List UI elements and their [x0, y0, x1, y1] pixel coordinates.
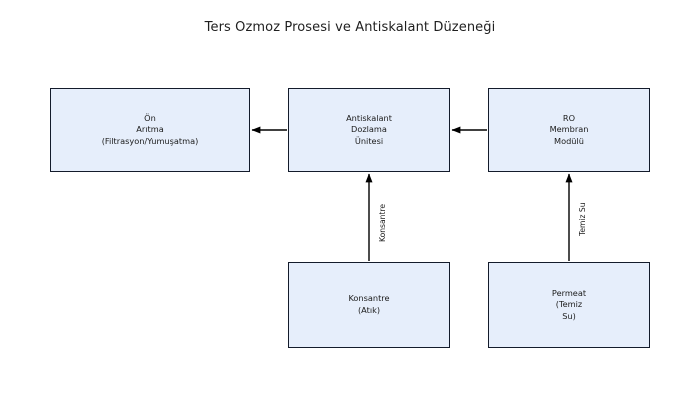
node-ro-membrane-label: RO Membran Modülü [549, 112, 589, 146]
node-antiscalant-label: Antiskalant Dozlama Ünitesi [346, 112, 392, 146]
page-title: Ters Ozmoz Prosesi ve Antiskalant Düzene… [204, 20, 496, 35]
node-pretreatment-label: Ön Arıtma (Filtrasyon/Yumuşatma) [101, 112, 199, 146]
node-permeate-label: Permeat (Temiz Su) [551, 287, 587, 321]
node-antiscalant-dosing-unit[interactable]: Antiskalant Dozlama Ünitesi [288, 88, 450, 172]
node-permeate-clean-water[interactable]: Permeat (Temiz Su) [488, 262, 650, 348]
node-concentrate-label: Konsantre (Atık) [348, 293, 390, 315]
node-ro-membrane-module[interactable]: RO Membran Modülü [488, 88, 650, 172]
edge-label-konsantre: Konsantre [378, 203, 387, 242]
node-pretreatment[interactable]: Ön Arıtma (Filtrasyon/Yumuşatma) [50, 88, 250, 172]
node-concentrate-waste[interactable]: Konsantre (Atık) [288, 262, 450, 348]
edge-label-temiz-su: Temiz Su [578, 202, 587, 236]
